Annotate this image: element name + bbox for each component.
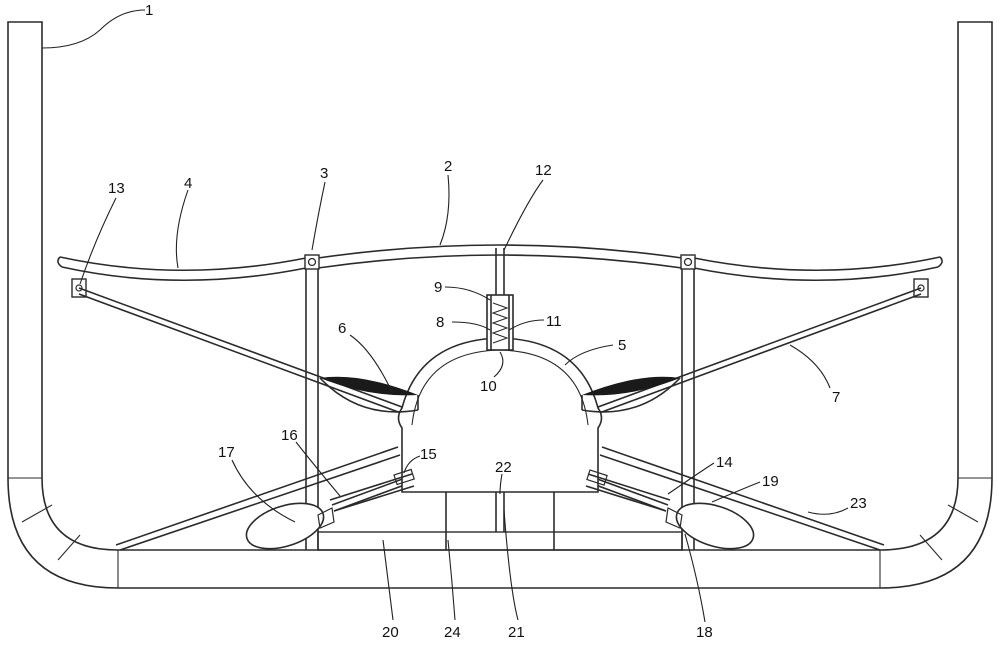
label-7: 7 — [832, 389, 840, 406]
top-rail-left — [57, 256, 307, 282]
label-12: 12 — [535, 162, 552, 179]
wing-left — [319, 376, 419, 413]
label-5: 5 — [618, 337, 626, 354]
container-outer — [7, 21, 993, 589]
label-24: 24 — [444, 624, 461, 641]
label-15: 15 — [420, 446, 437, 463]
bracket-right — [913, 278, 929, 298]
float-right — [665, 502, 755, 550]
cylinder-left — [329, 468, 415, 512]
label-8: 8 — [436, 314, 444, 331]
bracket-left — [71, 278, 87, 298]
label-21: 21 — [508, 624, 525, 641]
label-10: 10 — [480, 378, 497, 395]
leader-lines — [41, 9, 849, 623]
label-20: 20 — [382, 624, 399, 641]
label-14: 14 — [716, 454, 733, 471]
label-23: 23 — [850, 495, 867, 512]
label-3: 3 — [320, 165, 328, 182]
wing-right — [581, 376, 681, 413]
label-2: 2 — [444, 158, 452, 175]
label-16: 16 — [281, 427, 298, 444]
reference-labels: 1 2 3 4 5 6 7 8 9 10 11 12 13 14 15 16 1… — [108, 2, 867, 641]
float-left — [245, 502, 335, 550]
top-rail-center — [317, 244, 683, 269]
label-19: 19 — [762, 473, 779, 490]
label-9: 9 — [434, 279, 442, 296]
base-frame — [317, 492, 683, 551]
spring-rod — [495, 248, 505, 295]
cylinder-right — [585, 469, 671, 512]
lower-strut-right — [599, 446, 885, 551]
label-18: 18 — [696, 624, 713, 641]
post-right — [680, 254, 696, 550]
label-1: 1 — [145, 2, 153, 19]
label-22: 22 — [495, 459, 512, 476]
spring-housing — [486, 294, 514, 351]
label-13: 13 — [108, 180, 125, 197]
label-17: 17 — [218, 444, 235, 461]
label-4: 4 — [184, 175, 192, 192]
label-11: 11 — [546, 313, 562, 330]
top-rail-right — [693, 256, 943, 282]
label-6: 6 — [338, 320, 346, 337]
